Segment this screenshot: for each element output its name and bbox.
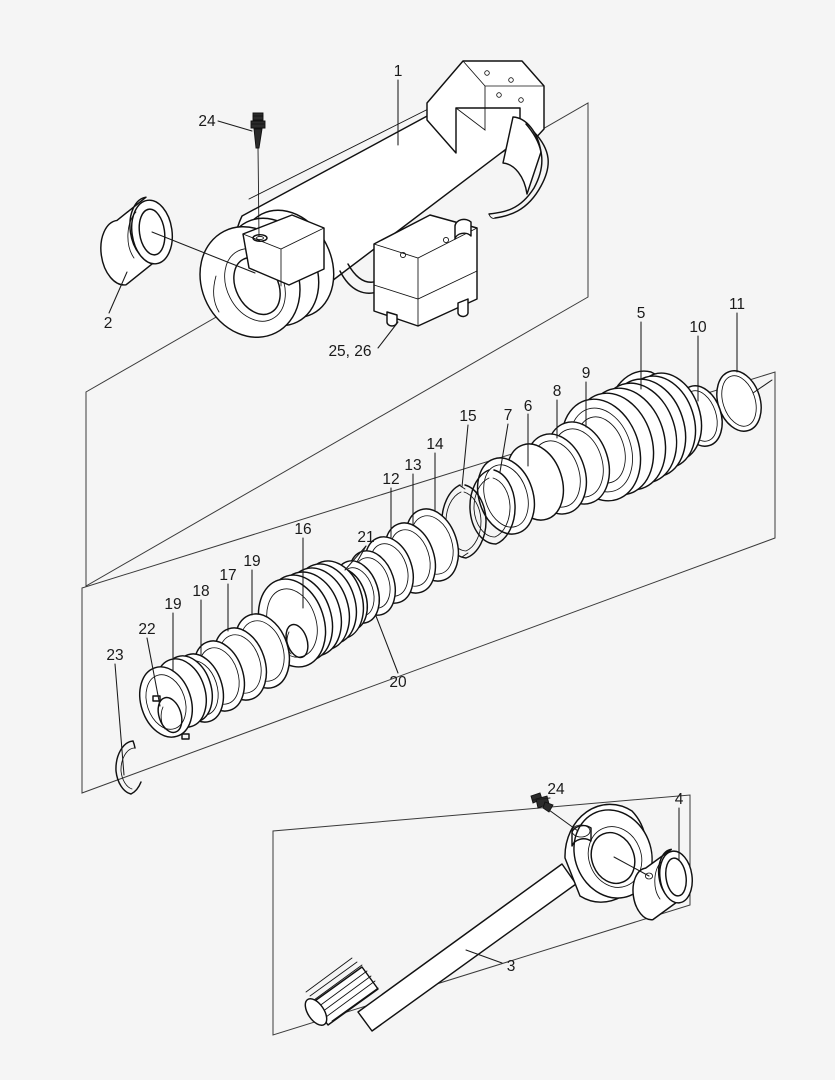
callout-label-16: 16	[294, 521, 311, 538]
valve-block-foot-2	[457, 298, 469, 318]
leader-23	[114, 663, 125, 776]
valve-block	[373, 214, 478, 327]
rod-thread	[304, 957, 379, 1026]
leader-2b	[151, 231, 256, 274]
bushing-4-bore	[665, 857, 687, 897]
retaining-ring-23-inner	[120, 747, 135, 790]
bracket-hole	[518, 97, 524, 103]
leader-15	[461, 424, 469, 488]
callout-label-6: 6	[524, 398, 533, 415]
grease-fitting-24-bottom-leader	[548, 809, 579, 832]
callout-label-8: 8	[553, 383, 562, 400]
callout-label-22: 22	[138, 621, 155, 638]
wear-ring-7-inner	[473, 477, 511, 538]
callout-label-7: 7	[504, 407, 513, 424]
callout-label-20: 20	[389, 674, 407, 691]
grease-fitting-seat	[252, 233, 268, 243]
grease-port-boss	[571, 824, 592, 847]
bushing-bore	[138, 208, 166, 256]
callout-label-2526: 25, 26	[328, 343, 371, 360]
callout-label-12: 12	[382, 471, 399, 488]
valve-block-port	[442, 236, 450, 244]
callout-label-2: 2	[104, 315, 113, 332]
leader-2526	[377, 321, 399, 349]
rod-thread-end-face	[304, 998, 328, 1026]
callout-label-10: 10	[689, 319, 707, 336]
callout-label-17: 17	[219, 567, 236, 584]
piston-rod-assembly	[304, 792, 693, 1032]
rod-gland-22	[139, 655, 213, 740]
snap-ring-15-inner	[445, 491, 482, 552]
leader-24a	[217, 120, 253, 132]
callout-label-19b: 19	[164, 596, 181, 613]
callout-label-3: 3	[507, 958, 516, 975]
rod-eye-bore-outline	[587, 826, 643, 888]
tube-cap-end	[502, 116, 542, 195]
callout-label-21: 21	[357, 529, 374, 546]
clevis-shade-line	[213, 275, 220, 313]
callout-label-19a: 19	[243, 553, 260, 570]
bushing-inner-shade	[127, 211, 137, 259]
bracket-hole	[508, 77, 514, 83]
hydraulic-hose-upper	[494, 131, 549, 219]
callout-label-18: 18	[192, 583, 209, 600]
leader-7	[499, 423, 509, 473]
bracket-hole	[484, 70, 490, 76]
callout-labels: 1 24 2 25, 26 5 10 11 9 8 6 7 15 14 13 1…	[104, 63, 745, 975]
callout-label-11: 11	[729, 296, 745, 313]
grease-fitting-24-top	[250, 112, 266, 149]
callout-label-23: 23	[106, 647, 123, 664]
valve-block-split-line	[373, 270, 478, 300]
leader-20	[375, 615, 399, 674]
valve-block-top-edge	[373, 227, 478, 327]
rod-eye-body	[573, 809, 653, 899]
callout-label-15: 15	[459, 408, 476, 425]
callout-label-13: 13	[404, 457, 421, 474]
snap-ring-15	[441, 484, 487, 559]
retaining-ring-23	[115, 740, 142, 795]
clevis-boss-edge	[242, 227, 325, 287]
leader-11b	[752, 379, 773, 394]
wear-ring-7	[469, 469, 516, 545]
grease-fitting-hole	[256, 235, 264, 241]
callout-label-14: 14	[426, 436, 444, 453]
bushing-4-shade	[654, 861, 662, 900]
grease-fitting-axis-line	[257, 147, 260, 237]
bracket-hole	[496, 92, 502, 98]
callout-label-24b: 24	[547, 781, 565, 798]
leader-rodeye-bore	[613, 856, 650, 877]
leader-21b	[344, 545, 367, 571]
o-ring-11-inner	[721, 375, 757, 427]
grease-port-hole	[571, 824, 591, 838]
leader-lines	[108, 79, 773, 964]
leader-3	[465, 949, 503, 964]
piston-seal-kit	[115, 370, 762, 795]
valve-block-port	[399, 251, 407, 259]
bushing-4	[632, 848, 693, 921]
valve-port-stub	[454, 218, 472, 240]
bushing-4-mark	[644, 872, 654, 880]
callout-label-24a: 24	[198, 113, 216, 130]
panel-middle-frame	[81, 371, 776, 794]
callout-label-4: 4	[675, 791, 684, 808]
leader-22	[146, 637, 161, 707]
valve-block-foot	[386, 311, 398, 327]
hydraulic-hose-upper-b	[488, 123, 543, 215]
leader-21a	[356, 545, 367, 563]
spacer-6	[476, 443, 565, 535]
clevis-boss	[242, 214, 325, 286]
leader-2	[108, 271, 128, 314]
gland-keyway-bottom	[181, 733, 190, 740]
hose-end-collar	[488, 213, 496, 219]
rod-eye-bore	[590, 831, 636, 885]
callout-label-1: 1	[394, 63, 403, 80]
leader-24b	[532, 797, 551, 801]
bracket-inner-edge	[455, 60, 545, 131]
callout-label-5: 5	[637, 305, 646, 322]
rod-eye	[564, 803, 653, 903]
callout-label-9: 9	[582, 365, 591, 382]
